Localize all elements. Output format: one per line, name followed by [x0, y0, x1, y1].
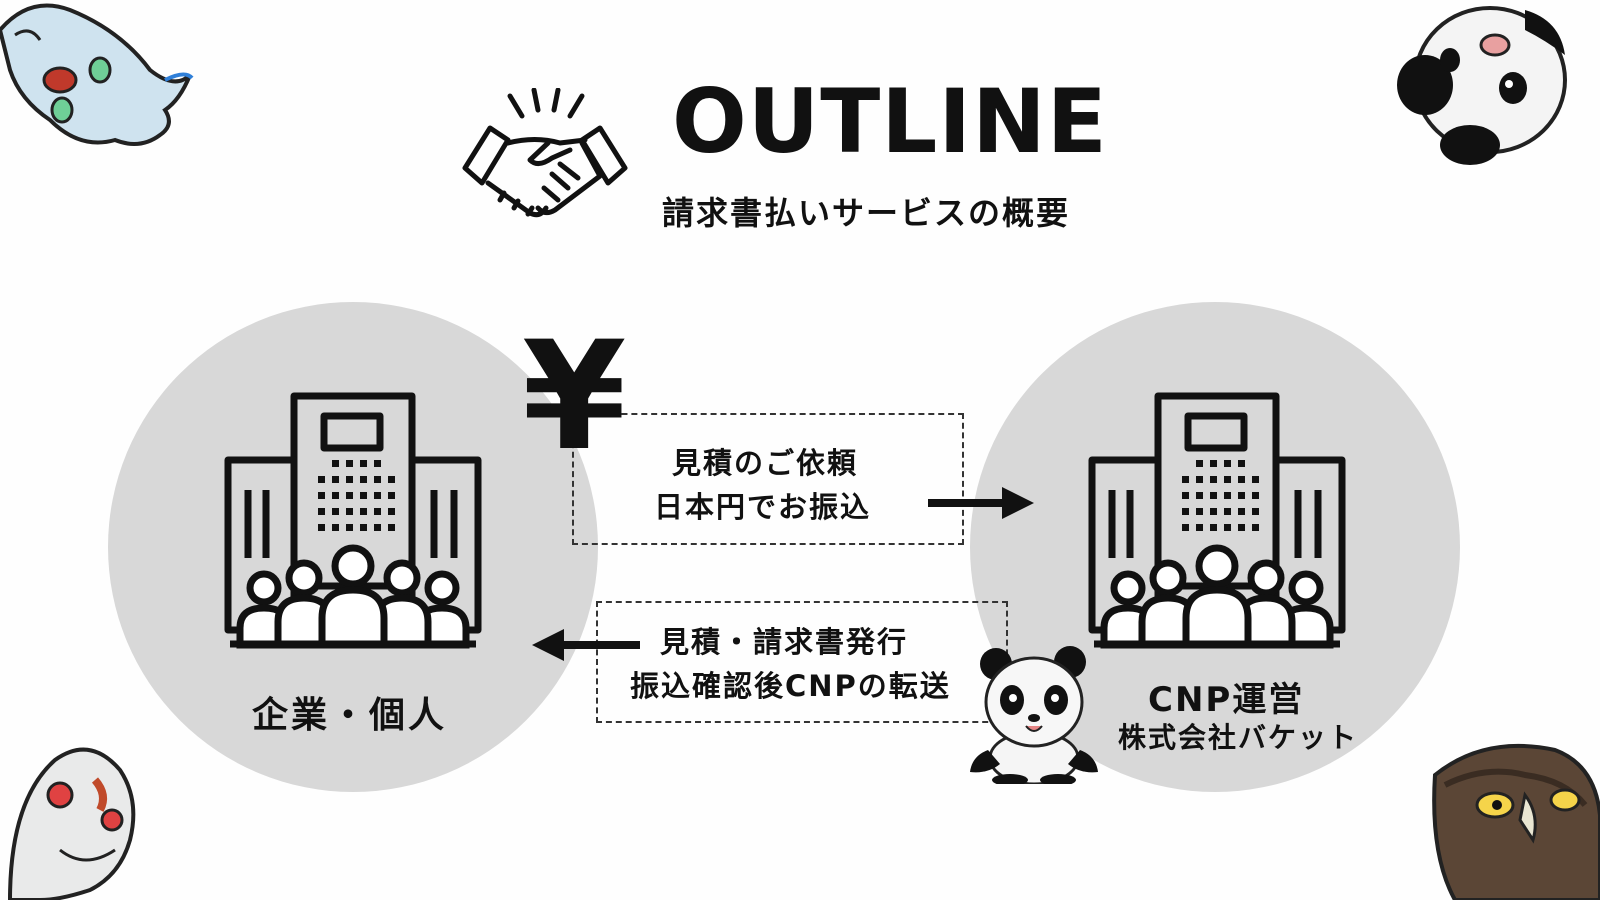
page-subtitle: 請求書払いサービスの概要 [662, 194, 1071, 232]
left-party-label: 企業・個人 [252, 695, 448, 736]
right-party-name: CNP運営 [1148, 680, 1305, 720]
issue-invoice-text: 見積・請求書発行 [660, 625, 909, 659]
owl-character-illustration [1432, 743, 1600, 900]
page-title: OUTLINE [672, 70, 1108, 173]
transfer-after-confirmation-text: 振込確認後CNPの転送 [630, 669, 951, 703]
request-payment-box [572, 413, 964, 545]
ghost-character-illustration [0, 3, 194, 146]
right-party-company: 株式会社バケット [1118, 721, 1359, 754]
arrow-right-icon [928, 487, 1034, 519]
arrow-left-icon [532, 629, 640, 661]
yen-payment-text: 日本円でお振込 [654, 490, 872, 524]
panda-character-illustration [1397, 6, 1567, 165]
yen-symbol: ¥ [522, 310, 627, 484]
office-building-icon [1088, 392, 1346, 649]
snake-character-illustration [7, 747, 136, 900]
handshake-icon [462, 88, 628, 218]
panda-mascot-illustration [970, 646, 1098, 784]
office-building-icon [224, 392, 482, 649]
request-quote-text: 見積のご依頼 [672, 446, 859, 480]
